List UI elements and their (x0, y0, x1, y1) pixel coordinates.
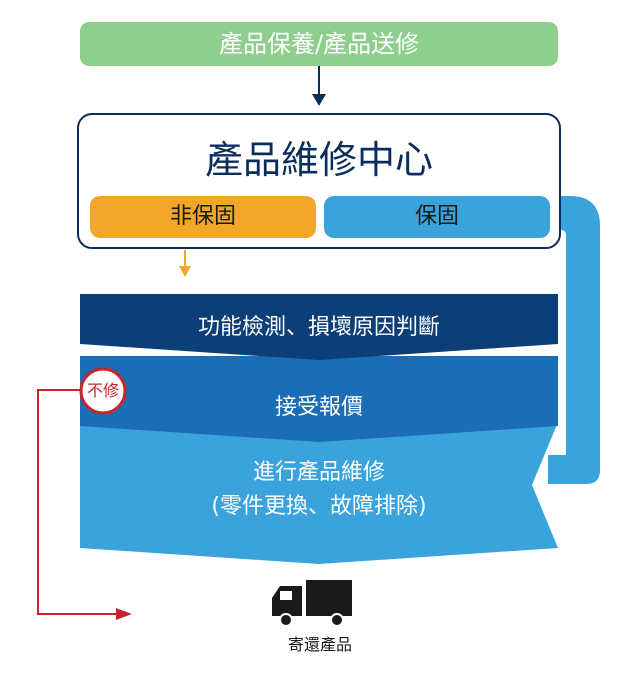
no-repair-path (37, 389, 118, 615)
return-product-label: 寄還產品 (287, 635, 352, 654)
red-arrow-right-icon (116, 608, 132, 620)
step3-chevron (80, 422, 558, 564)
top-banner-label: 產品保養/產品送修 (218, 30, 420, 58)
arrow-down-icon (312, 94, 326, 106)
non-warranty-label: 非保固 (169, 204, 236, 229)
warranty-label: 保固 (414, 204, 459, 229)
no-repair-badge (79, 367, 127, 415)
step2-chevron (80, 356, 558, 442)
step3-label: 進行產品維修 (252, 460, 385, 485)
no-repair-label: 不修 (86, 381, 119, 400)
step2-label: 接受報價 (274, 395, 363, 420)
step3-sublabel: (零件更換、故障排除) (211, 494, 427, 519)
truck-icon (272, 580, 352, 627)
service-center-title: 產品維修中心 (204, 138, 433, 182)
warranty-box (324, 196, 550, 238)
step1-chevron (80, 294, 558, 360)
non-warranty-box (90, 196, 316, 238)
step1-label: 功能檢測、損壞原因判斷 (197, 315, 440, 340)
orange-arrow-down-icon (179, 266, 191, 277)
top-banner (80, 22, 558, 66)
